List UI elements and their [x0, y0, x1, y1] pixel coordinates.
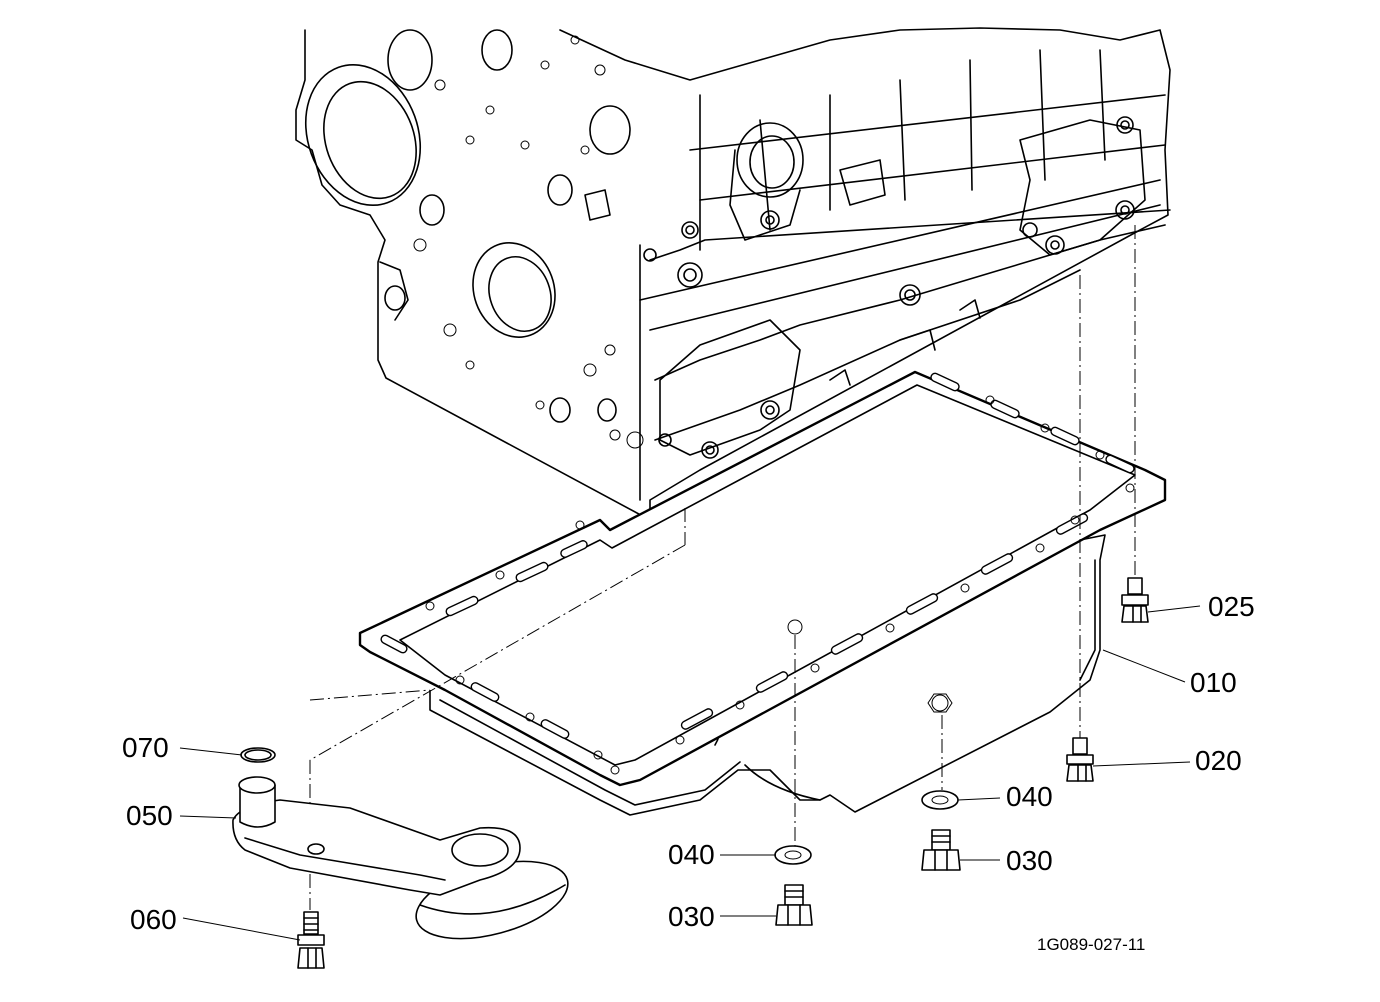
leader-lines — [179, 605, 1201, 941]
callout-030-left: 030 — [668, 901, 715, 932]
strainer-bolt-shape — [297, 911, 325, 969]
callout-060: 060 — [130, 904, 177, 935]
callout-030-right: 030 — [1006, 845, 1053, 876]
callout-020: 020 — [1195, 745, 1242, 776]
callout-040-left: 040 — [668, 839, 715, 870]
alignment-lines — [309, 225, 1136, 910]
drain-plug-left-shape — [775, 884, 813, 926]
callout-010: 010 — [1190, 667, 1237, 698]
callout-040-right: 040 — [1006, 781, 1053, 812]
fasteners — [297, 577, 1149, 969]
bolt-025-shape — [1121, 577, 1149, 623]
drain-plug-right-shape — [921, 829, 961, 871]
bolt-020-shape — [1066, 737, 1094, 782]
callout-025: 025 — [1208, 591, 1255, 622]
drawing-code: 1G089-027-11 — [1037, 935, 1145, 954]
washer-left — [774, 845, 812, 865]
callout-050: 050 — [126, 800, 173, 831]
gasket-slots — [380, 372, 1135, 739]
oil-strainer — [232, 747, 569, 940]
pan-gasket — [358, 370, 1167, 787]
engine-block — [295, 27, 1171, 521]
callout-070: 070 — [122, 732, 169, 763]
callout-labels: 025 010 020 040 030 040 030 070 050 060 … — [122, 591, 1255, 954]
washer-right — [921, 790, 959, 810]
